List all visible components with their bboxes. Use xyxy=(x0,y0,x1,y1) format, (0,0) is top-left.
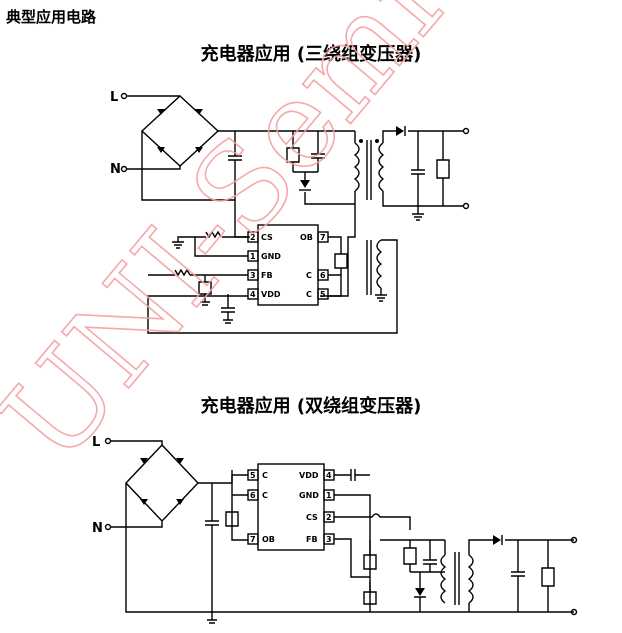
diagram-2-schematic: L N 5 C 6 C 7 O xyxy=(92,435,578,624)
d2-pin-name: GND xyxy=(299,491,319,500)
d1-pin-num: 7 xyxy=(320,233,326,242)
d2-pin-num: 1 xyxy=(326,491,332,500)
d1-pin-num: 4 xyxy=(250,290,256,299)
d1-pin-name: VDD xyxy=(261,290,281,299)
d1-pin-name: C xyxy=(306,290,312,299)
d2-bridge-rectifier xyxy=(111,440,574,613)
d1-ic: 2 CS 1 GND 3 FB 4 VDD 7 OB 6 C 5 C xyxy=(247,224,329,306)
d1-pin-name: GND xyxy=(261,252,281,261)
d2-pin-name: C xyxy=(262,471,268,480)
d2-pin-num: 7 xyxy=(250,535,256,544)
d2-pin-name: FB xyxy=(306,535,318,544)
d2-pin-num: 3 xyxy=(326,535,332,544)
d1-neutral-label: N xyxy=(110,162,121,177)
d1-pin-num: 6 xyxy=(320,271,326,280)
d2-pin-name: VDD xyxy=(299,471,319,480)
d2-pin-name: OB xyxy=(262,535,275,544)
page-title: 典型应用电路 xyxy=(6,8,97,26)
diagram-1-schematic: L N xyxy=(110,90,470,334)
d1-pin-num: 5 xyxy=(320,290,326,299)
d1-pin-name: C xyxy=(306,271,312,280)
d2-pin-num: 4 xyxy=(326,471,332,480)
d2-pin-num: 6 xyxy=(250,491,256,500)
d2-neutral-label: N xyxy=(92,521,103,536)
d1-pin-name: FB xyxy=(261,271,273,280)
d1-pin-num: 2 xyxy=(250,233,256,242)
diagram-1-title: 充电器应用 (三绕组变压器) xyxy=(200,44,422,65)
d2-pin-name: C xyxy=(262,491,268,500)
d1-pin-name: CS xyxy=(261,233,273,242)
d2-line-label: L xyxy=(92,435,100,450)
d1-pin-num: 1 xyxy=(250,252,256,261)
d2-pin-num: 5 xyxy=(250,471,256,480)
d2-ic: 5 C 6 C 7 OB 4 VDD 1 GND 2 CS 3 FB xyxy=(247,463,335,551)
d1-line-label: L xyxy=(110,90,118,105)
d1-pin-name: OB xyxy=(300,233,313,242)
d2-pin-name: CS xyxy=(306,513,318,522)
diagram-2-title: 充电器应用 (双绕组变压器) xyxy=(200,396,422,417)
d2-pin-num: 2 xyxy=(326,513,332,522)
d1-pin-num: 3 xyxy=(250,271,256,280)
d1-bridge-rectifier xyxy=(127,95,235,201)
